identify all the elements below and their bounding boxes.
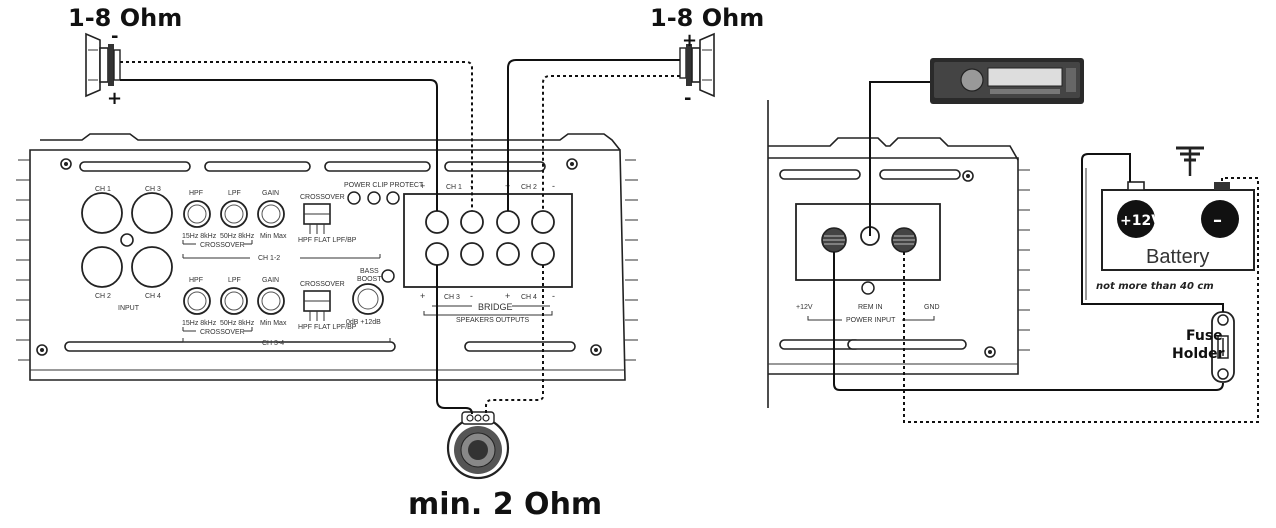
- ch12-knobs: [183, 200, 285, 228]
- out-ch2-label: CH 2: [521, 184, 537, 191]
- ch34-hpf-range: 15Hz 8kHz: [182, 320, 217, 327]
- right-speaker-icon: [679, 32, 715, 98]
- left-speaker-impedance: 1-8 Ohm: [68, 4, 182, 32]
- left-speaker-plus: +: [107, 88, 122, 109]
- input-label: INPUT: [118, 305, 140, 312]
- battery-plus-label: +12V: [1120, 213, 1162, 229]
- fuse-label-1: Fuse: [1186, 328, 1223, 344]
- amplifier-closeup: [767, 100, 1030, 408]
- out-ch3-plus: +: [420, 291, 425, 301]
- left-speaker-icon: [85, 32, 121, 98]
- out-ch3-minus: -: [470, 291, 473, 301]
- indicator-leds: [347, 191, 400, 205]
- wire-remote: [869, 81, 930, 236]
- wire-right-speaker-minus: [542, 75, 680, 211]
- out-ch4-label: CH 4: [521, 294, 537, 301]
- ch34-group-label: CH 3-4: [262, 340, 284, 347]
- ch34-knobs: [183, 283, 384, 315]
- ch12-gain-range: Min Max: [260, 233, 287, 240]
- wire-ground: [903, 177, 1259, 423]
- ch34-crossover-modes: HPF FLAT LPF/BP: [298, 324, 357, 331]
- ch34-hpf-label: HPF: [189, 277, 203, 284]
- bass-boost-label-1: BASS: [360, 268, 379, 275]
- subwoofer-icon: [446, 411, 510, 480]
- right-speaker-plus: +: [682, 30, 697, 51]
- out-ch1-minus: -: [470, 181, 473, 191]
- input-ch3-label: CH 3: [145, 186, 161, 193]
- power-input-label: POWER INPUT: [846, 317, 896, 324]
- ground-icon: [1176, 146, 1204, 176]
- ch34-gain-range: Min Max: [260, 320, 287, 327]
- ch34-gain-label: GAIN: [262, 277, 279, 284]
- wire-power-battery: [1081, 153, 1224, 312]
- battery-icon: [1101, 181, 1255, 271]
- out-ch1-label: CH 1: [446, 184, 462, 191]
- out-ch1-plus: +: [420, 181, 425, 191]
- battery-label: Battery: [1146, 246, 1209, 268]
- ch12-crossover-title: CROSSOVER: [300, 194, 345, 201]
- ch12-hpf-label: HPF: [189, 190, 203, 197]
- term-12v-label: +12V: [796, 304, 813, 311]
- fuse-label-2: Holder: [1172, 346, 1225, 362]
- bass-boost-range: 0dB +12dB: [346, 319, 381, 326]
- term-remin-label: REM IN: [858, 304, 883, 311]
- screw-icon: [36, 158, 602, 356]
- right-speaker-impedance: 1-8 Ohm: [650, 4, 764, 32]
- ch12-gain-label: GAIN: [262, 190, 279, 197]
- indicator-labels: POWER CLIP PROTECT: [344, 182, 424, 189]
- ch12-group-label: CH 1-2: [258, 255, 280, 262]
- left-speaker-minus: -: [111, 26, 118, 47]
- battery-minus-label: –: [1213, 210, 1222, 231]
- bridge-label: BRIDGE: [478, 302, 513, 312]
- sub-impedance: min. 2 Ohm: [408, 487, 602, 522]
- speakers-outputs-label: SPEAKERS OUTPUTS: [456, 317, 529, 324]
- right-speaker-minus: -: [684, 88, 691, 109]
- amplifier-body: [16, 133, 638, 381]
- out-ch4-plus: +: [505, 291, 510, 301]
- speaker-terminals: [425, 210, 555, 266]
- ch12-crossover-group: CROSSOVER: [200, 242, 245, 249]
- ch34-crossover-group: CROSSOVER: [200, 329, 245, 336]
- battery-distance-note: not more than 40 cm: [1096, 281, 1214, 292]
- term-gnd-label: GND: [924, 304, 940, 311]
- head-unit-icon: [930, 58, 1084, 104]
- input-ch2-label: CH 2: [95, 293, 111, 300]
- wire-left-speaker-plus: [120, 79, 438, 211]
- wire-left-speaker-minus: [120, 61, 473, 211]
- ch34-lpf-range: 50Hz 8kHz: [220, 320, 255, 327]
- wire-sub-minus: [485, 265, 544, 414]
- out-ch3-label: CH 3: [444, 294, 460, 301]
- out-ch2-minus: -: [552, 181, 555, 191]
- ch34-lpf-label: LPF: [228, 277, 241, 284]
- ch12-lpf-label: LPF: [228, 190, 241, 197]
- ch12-lpf-range: 50Hz 8kHz: [220, 233, 255, 240]
- bass-boost-label-2: BOOST: [357, 276, 382, 283]
- input-ch1-label: CH 1: [95, 186, 111, 193]
- ch34-crossover-title: CROSSOVER: [300, 281, 345, 288]
- input-jacks: [81, 192, 173, 288]
- ch12-crossover-modes: HPF FLAT LPF/BP: [298, 237, 357, 244]
- bass-boost-led: [381, 269, 395, 283]
- fuse-holder-icon: [1211, 311, 1235, 383]
- out-ch4-minus: -: [552, 291, 555, 301]
- ch12-hpf-range: 15Hz 8kHz: [182, 233, 217, 240]
- wire-power-amp: [833, 252, 1224, 391]
- wire-sub-plus: [436, 265, 473, 415]
- input-ch4-label: CH 4: [145, 293, 161, 300]
- speaker-outputs-panel: [403, 193, 573, 288]
- wire-right-speaker-plus: [507, 59, 680, 211]
